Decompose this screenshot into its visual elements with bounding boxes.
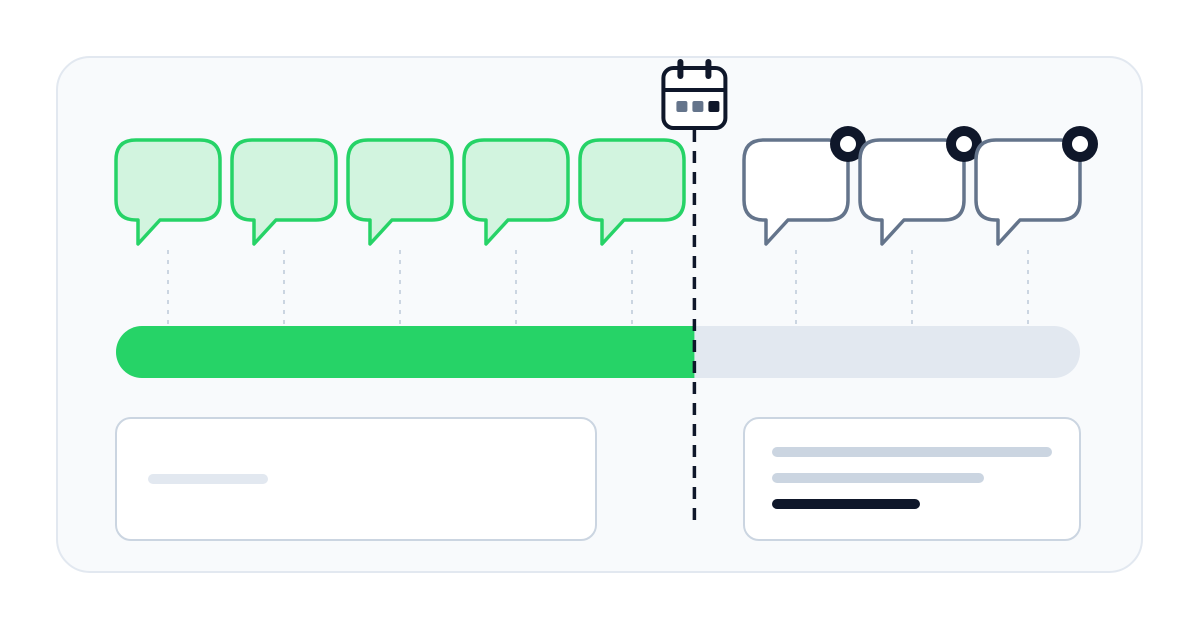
- calendar-day-dot: [708, 101, 720, 112]
- calendar-day-dot: [676, 101, 688, 112]
- highlight-line: [772, 499, 920, 509]
- message-bubble-sent: [578, 138, 686, 246]
- calendar-body: [661, 66, 728, 130]
- summary-panel-left: [115, 417, 597, 541]
- message-bubble-sent: [346, 138, 454, 246]
- ring-dot-icon-center: [840, 136, 856, 152]
- placeholder-line: [772, 473, 984, 483]
- progress-fill: [116, 326, 695, 378]
- placeholder-line: [772, 447, 1052, 457]
- message-bubble-sent: [230, 138, 338, 246]
- message-bubble-sent: [462, 138, 570, 246]
- calendar-day-dot: [692, 101, 704, 112]
- summary-panel-right: [743, 417, 1081, 541]
- message-bubble-sent: [114, 138, 222, 246]
- calendar-icon: [661, 59, 728, 130]
- ring-dot-icon-center: [956, 136, 972, 152]
- placeholder-line: [148, 474, 268, 484]
- ring-dot-icon-center: [1072, 136, 1088, 152]
